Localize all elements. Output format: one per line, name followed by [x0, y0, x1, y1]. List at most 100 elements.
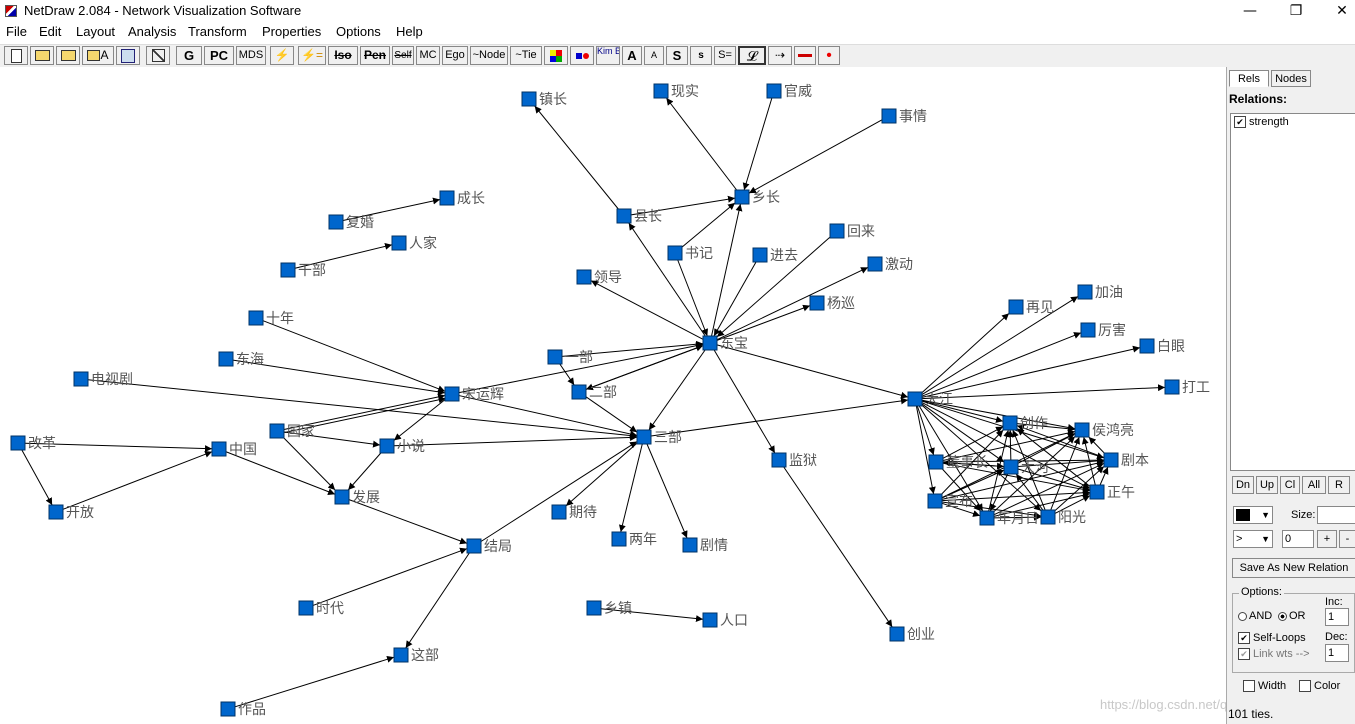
node-square[interactable]	[576, 269, 592, 285]
node-square[interactable]	[667, 245, 683, 261]
curved-lines-button[interactable]: 𝓛	[738, 46, 766, 65]
pen-button[interactable]: Pen	[360, 46, 390, 65]
edge[interactable]	[921, 400, 1004, 423]
label-large-button[interactable]: A	[622, 46, 642, 65]
network-node[interactable]: 官威	[766, 83, 812, 100]
self-button[interactable]: Self	[392, 46, 414, 65]
node-square[interactable]	[444, 386, 460, 402]
node-square[interactable]	[298, 600, 314, 616]
edge[interactable]	[713, 349, 776, 454]
threshold-input[interactable]: 0	[1282, 530, 1314, 548]
node-square[interactable]	[1080, 322, 1096, 338]
down-button[interactable]: Dn	[1232, 476, 1254, 494]
edge[interactable]	[716, 236, 831, 338]
operator-select[interactable]: > ▼	[1233, 530, 1273, 548]
node-square[interactable]	[881, 108, 897, 124]
node-square[interactable]	[1008, 299, 1024, 315]
node-square[interactable]	[752, 247, 768, 263]
color-checkbox[interactable]: Color	[1299, 680, 1340, 693]
edge[interactable]	[1099, 466, 1109, 486]
network-node[interactable]: 侯鸿亮	[1074, 422, 1134, 439]
menu-options[interactable]: Options	[336, 24, 381, 39]
edge[interactable]	[561, 340, 704, 357]
node-square[interactable]	[1164, 379, 1180, 395]
edge[interactable]	[646, 443, 688, 539]
arrow-heads-icon[interactable]: ⇢	[768, 46, 792, 65]
node-square[interactable]	[379, 438, 395, 454]
edge[interactable]	[458, 342, 704, 394]
self-loops-checkbox[interactable]: ✔Self-Loops	[1238, 632, 1306, 645]
node-square[interactable]	[391, 235, 407, 251]
mds-button[interactable]: MDS	[236, 46, 266, 65]
node-square[interactable]	[636, 429, 652, 445]
network-node[interactable]: 东宝	[702, 335, 748, 352]
node-square[interactable]	[927, 493, 943, 509]
network-node[interactable]: 复婚	[328, 214, 374, 231]
edge[interactable]	[630, 195, 736, 216]
node-square[interactable]	[771, 452, 787, 468]
node-square[interactable]	[280, 262, 296, 278]
network-node[interactable]: 大江	[907, 391, 953, 408]
edge[interactable]	[941, 501, 1042, 519]
plus-button[interactable]: +	[1317, 530, 1337, 548]
node-square[interactable]	[1040, 509, 1056, 525]
network-node[interactable]: 开放	[48, 504, 94, 521]
spring-equal-icon[interactable]: ⚡=	[298, 46, 326, 65]
tab-nodes[interactable]: Nodes	[1271, 70, 1311, 87]
network-node[interactable]: 乡镇	[586, 600, 632, 617]
menu-analysis[interactable]: Analysis	[128, 24, 177, 39]
edge[interactable]	[921, 404, 1042, 512]
edge[interactable]	[225, 451, 336, 495]
node-square[interactable]	[547, 349, 563, 365]
node-square[interactable]	[586, 600, 602, 616]
network-node[interactable]: 正午	[1089, 484, 1135, 501]
edge[interactable]	[681, 202, 736, 248]
network-node[interactable]: 国家	[269, 423, 315, 440]
node-square[interactable]	[48, 504, 64, 520]
edge[interactable]	[941, 469, 1005, 499]
node-square[interactable]	[393, 647, 409, 663]
edge[interactable]	[941, 502, 981, 517]
node-square[interactable]	[867, 256, 883, 272]
edge[interactable]	[993, 513, 1042, 521]
edge[interactable]	[283, 393, 446, 431]
network-node[interactable]: 加油	[1077, 284, 1123, 301]
node-square[interactable]	[334, 489, 350, 505]
edge[interactable]	[24, 442, 213, 453]
edge[interactable]	[294, 242, 393, 269]
node-square[interactable]	[551, 504, 567, 520]
open-folder-icon[interactable]	[30, 46, 54, 65]
node-square[interactable]	[1103, 452, 1119, 468]
color-grid-icon[interactable]	[544, 46, 568, 65]
network-node[interactable]: 打工	[1164, 379, 1210, 396]
and-radio[interactable]: AND	[1238, 610, 1272, 622]
network-node[interactable]: 发展	[334, 489, 380, 506]
node-square[interactable]	[809, 295, 825, 311]
edge[interactable]	[942, 468, 981, 512]
edge[interactable]	[585, 345, 704, 391]
edge[interactable]	[600, 608, 704, 623]
edge[interactable]	[21, 449, 53, 506]
network-node[interactable]: 杨巡	[809, 295, 855, 312]
network-node[interactable]: 宣布	[927, 493, 973, 510]
node-square[interactable]	[1077, 284, 1093, 300]
network-node[interactable]: 两年	[611, 531, 657, 548]
edge[interactable]	[711, 203, 743, 337]
edge[interactable]	[87, 379, 638, 440]
network-node[interactable]: 大河	[1003, 459, 1049, 476]
edge[interactable]	[284, 396, 446, 433]
save-as-new-relation-button[interactable]: Save As New Relation	[1232, 558, 1355, 578]
network-node[interactable]: 白眼	[1139, 338, 1185, 355]
tab-rels[interactable]: Rels	[1229, 70, 1269, 87]
edge[interactable]	[942, 429, 1076, 461]
node-square[interactable]	[766, 83, 782, 99]
edge[interactable]	[921, 295, 1079, 396]
network-node[interactable]: 三部	[636, 429, 682, 446]
edge[interactable]	[534, 105, 619, 210]
edge[interactable]	[921, 402, 1091, 489]
edge[interactable]	[941, 489, 1091, 502]
edge[interactable]	[916, 405, 935, 456]
edge[interactable]	[1006, 429, 1014, 461]
edge[interactable]	[716, 304, 811, 341]
edge[interactable]	[988, 429, 1011, 512]
